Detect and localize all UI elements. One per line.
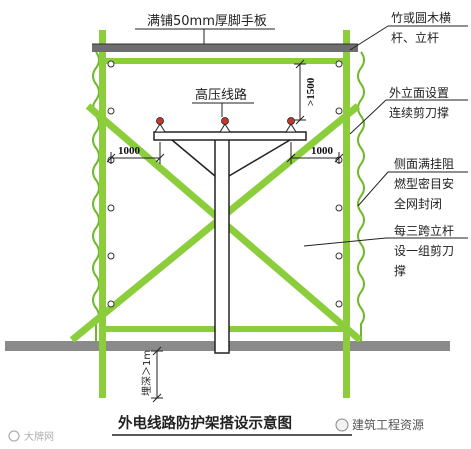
callout-net: 侧面满挂阻 燃型密目安 全网封闭 — [357, 157, 468, 211]
pole-left-brace — [171, 139, 216, 177]
callout-scissor: 外立面设置 连续剪刀撑 — [349, 85, 468, 135]
dim-1000-left-label: 1000 — [118, 145, 141, 157]
dim-1500-label: >1500 — [305, 77, 317, 106]
left-safety-net — [92, 51, 100, 342]
node — [107, 60, 115, 68]
dimension-1500 — [294, 59, 306, 125]
callout-every-three: 每三跨立杆 设一组剪刀 撑 — [303, 223, 468, 278]
insulator-right-head — [287, 117, 295, 125]
bury-depth-label: 埋深＞1m — [141, 350, 153, 396]
node — [335, 204, 343, 212]
dimension-1000-right — [286, 142, 344, 164]
callout-3-line-c: 全网封闭 — [394, 196, 442, 211]
top-horizontal-bar — [99, 58, 350, 64]
node — [107, 252, 115, 260]
utility-pole-shaft — [214, 137, 230, 354]
node — [107, 300, 115, 308]
insulator-mid — [219, 123, 231, 133]
callout-2-line-b: 连续剪刀撑 — [389, 105, 449, 120]
callout-1-line-a: 竹或圆木横 — [391, 11, 451, 25]
diagram-title: 外电线路防护架搭设示意图 — [118, 414, 292, 432]
insulators — [154, 117, 297, 133]
callout-4-line-a: 每三跨立杆 — [394, 223, 454, 238]
callout-3-line-b: 燃型密目安 — [394, 176, 454, 191]
top-board-label: 满铺50mm厚脚手板 — [147, 13, 267, 29]
dim-1000-right-label: 1000 — [311, 145, 334, 157]
callout-2-text: 外立面设置 连续剪刀撑 — [389, 85, 453, 120]
callout-2-line-a: 外立面设置 — [389, 85, 449, 100]
callout-4-line-b: 设一组剪刀 — [394, 243, 454, 258]
insulator-mid-head — [221, 117, 229, 125]
utility-pole-crossarm — [153, 131, 307, 141]
insulator-left — [154, 123, 166, 133]
dimension-1000-left — [106, 142, 165, 164]
callout-4-text: 每三跨立杆 设一组剪刀 撑 — [394, 223, 458, 278]
pole-right-brace — [228, 139, 291, 177]
node — [335, 60, 343, 68]
bury-depth-dimension — [151, 346, 163, 403]
insulator-right — [285, 123, 297, 133]
right-outer-pole — [343, 30, 350, 398]
watermark-left-text: 大牌网 — [24, 430, 54, 443]
callout-crossbar: 竹或圆木横 杆、立杆 — [349, 11, 468, 51]
node — [335, 300, 343, 308]
right-safety-net — [357, 51, 365, 342]
left-pole-nodes — [107, 60, 115, 308]
callout-3-text: 侧面满挂阻 燃型密目安 全网封闭 — [394, 157, 458, 211]
left-outer-pole — [99, 30, 106, 398]
power-line-label: 高压线路 — [195, 87, 247, 103]
callout-1-line-b: 杆、立杆 — [391, 30, 439, 45]
callout-1-text: 竹或圆木横 杆、立杆 — [391, 11, 455, 45]
node — [335, 107, 343, 115]
insulator-left-head — [156, 117, 164, 125]
watermark-right-icon — [335, 418, 349, 432]
watermark-left-icon — [8, 430, 20, 442]
watermark-left: 大牌网 — [8, 430, 54, 443]
node — [107, 107, 115, 115]
callout-4-line-c: 撑 — [394, 263, 406, 278]
watermark-right-text: 建筑工程资源 — [352, 417, 424, 432]
right-pole-nodes — [335, 60, 343, 308]
node — [107, 204, 115, 212]
node — [335, 252, 343, 260]
scaffold-board — [92, 44, 358, 52]
watermark-right: 建筑工程资源 — [335, 417, 424, 432]
callout-3-line-a: 侧面满挂阻 — [394, 157, 454, 171]
